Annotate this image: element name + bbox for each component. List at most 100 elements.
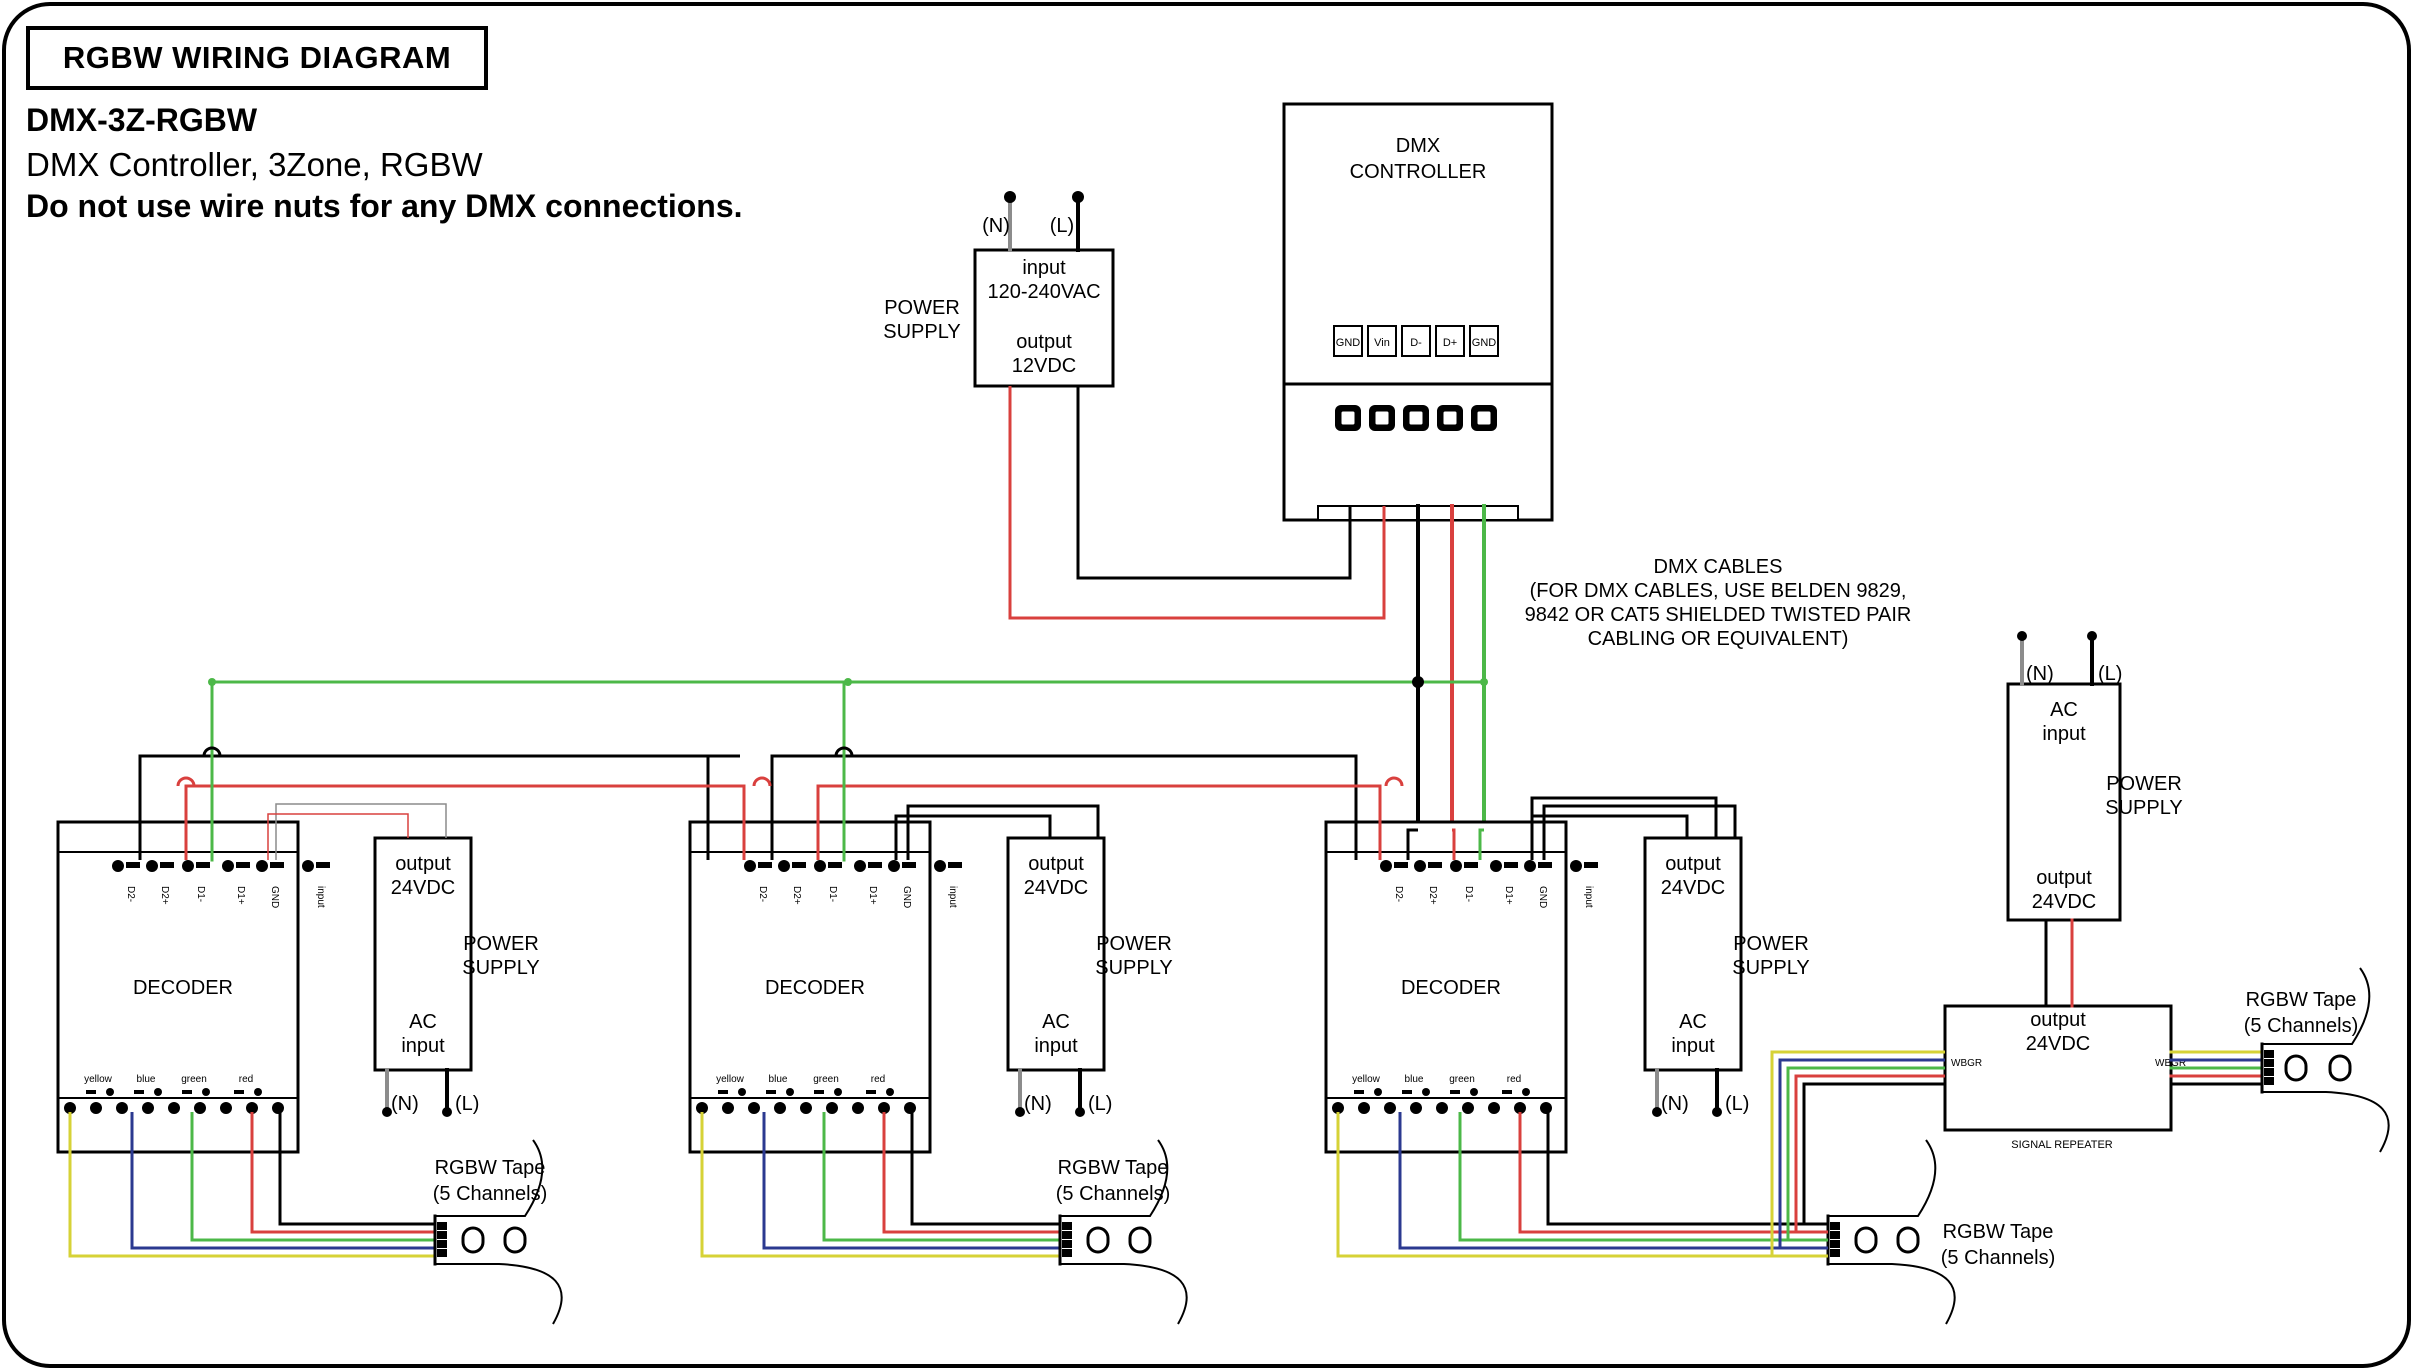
- zone-ac-terminal: [1015, 1107, 1025, 1117]
- dmx-chain-red: [184, 784, 746, 860]
- decoder-terminal-tab: [948, 862, 962, 868]
- controller-terminal-label: D+: [1443, 337, 1457, 349]
- zone-ps-name: SUPPLY: [462, 957, 539, 979]
- repeater-input-wire: [1786, 1066, 1945, 1242]
- decoder-output-terminal: [722, 1102, 734, 1114]
- decoder-output-terminal: [272, 1102, 284, 1114]
- diagram-title-text: RGBW WIRING DIAGRAM: [62, 40, 452, 75]
- repeater-ac-terminal: [2087, 631, 2097, 641]
- decoder-output-terminal: [1436, 1102, 1448, 1114]
- tape-edge: [435, 1263, 563, 1325]
- decoder-terminal-label: D1+: [867, 886, 878, 905]
- decoder-terminal-label: D1-: [1463, 886, 1474, 902]
- decoder-terminal-label: input: [315, 886, 326, 908]
- zone-ps-name: POWER: [463, 933, 539, 955]
- repeater-ps-name: SUPPLY: [2105, 797, 2182, 819]
- decoder-terminal: [934, 860, 946, 872]
- decoder-terminal-label: D1+: [1503, 886, 1514, 905]
- tape-led: [2284, 1054, 2308, 1082]
- repeater-line-label: (L): [2098, 663, 2122, 685]
- tape-pad: [437, 1231, 447, 1239]
- decoder-terminal: [1450, 860, 1462, 872]
- decoder-polarity-dot: [886, 1088, 894, 1096]
- wire-12v-positive: [1008, 386, 1386, 620]
- decoder-terminal-label: D1+: [235, 886, 246, 905]
- zone-ps-label: 24VDC: [1024, 877, 1088, 899]
- tape-pad: [2264, 1077, 2274, 1085]
- tape-pad: [2264, 1068, 2274, 1076]
- dmx-chain-red: [816, 784, 1382, 860]
- decoder-output-terminal: [1540, 1102, 1552, 1114]
- controller-terminal-label: D-: [1410, 337, 1422, 349]
- repeater-input-wire: [1802, 1082, 1945, 1226]
- decoder-terminal: [302, 860, 314, 872]
- dmx-cables-note: (FOR DMX CABLES, USE BELDEN 9829,: [1530, 580, 1907, 602]
- decoder-output-terminal: [852, 1102, 864, 1114]
- decoder-output-label: yellow: [84, 1074, 113, 1085]
- decoder-output-terminal: [194, 1102, 206, 1114]
- decoder-polarity-mark: [814, 1090, 824, 1094]
- decoder-polarity-dot: [834, 1088, 842, 1096]
- junction-dot: [844, 678, 852, 686]
- line-label: (L): [1050, 215, 1074, 237]
- decoder-output-label: blue: [1405, 1074, 1424, 1085]
- repeater-input-wire: [1778, 1058, 1945, 1250]
- tape-wire: [1518, 1112, 1828, 1234]
- tape-wire: [882, 1112, 1060, 1234]
- wire-hop: [834, 746, 854, 757]
- decoder-polarity-mark: [182, 1090, 192, 1094]
- zone-ps-label: input: [1034, 1035, 1078, 1057]
- zone-ps-name: SUPPLY: [1095, 957, 1172, 979]
- tape-wire: [1458, 1112, 1828, 1242]
- zone-ps-label: input: [401, 1035, 445, 1057]
- controller-terminal: [1435, 325, 1465, 357]
- decoder-output-terminal: [878, 1102, 890, 1114]
- repeater-input-wire: [1794, 1074, 1945, 1234]
- decoder-terminal-label: GND: [901, 886, 912, 908]
- zone-line-label: (L): [455, 1093, 479, 1115]
- neutral-label: (N): [982, 215, 1010, 237]
- input-ps-label: output: [1016, 331, 1072, 353]
- tape-label: RGBW Tape: [435, 1157, 546, 1179]
- decoder-output-terminal: [64, 1102, 76, 1114]
- decoder-output-label: green: [813, 1074, 839, 1085]
- input-ps-label: 12VDC: [1012, 355, 1076, 377]
- tape-edge: [1828, 1263, 1956, 1325]
- decoder-polarity-dot: [106, 1088, 114, 1096]
- tape-pad: [1830, 1231, 1840, 1239]
- tape-wire: [130, 1112, 435, 1250]
- decoder-output-terminal: [1488, 1102, 1500, 1114]
- tape-label: (5 Channels): [433, 1183, 548, 1205]
- decoder-terminal: [222, 860, 234, 872]
- decoder-output-terminal: [1384, 1102, 1396, 1114]
- controller-terminal: [1401, 325, 1431, 357]
- controller-label: DMX: [1396, 135, 1440, 157]
- ps-to-decoder-negative: [1542, 804, 1737, 860]
- tape-pad: [1830, 1249, 1840, 1257]
- controller-button-face: [1408, 410, 1424, 426]
- repeater-port-letters: WBGR: [2155, 1058, 2186, 1069]
- zone-ac-terminal: [1712, 1107, 1722, 1117]
- decoder-polarity-dot: [738, 1088, 746, 1096]
- decoder-polarity-mark: [134, 1090, 144, 1094]
- decoder-output-label: green: [1449, 1074, 1475, 1085]
- decoder-polarity-mark: [1450, 1090, 1460, 1094]
- tape-wire: [190, 1112, 435, 1242]
- decoder-output-terminal: [1410, 1102, 1422, 1114]
- decoder-terminal-label: input: [1583, 886, 1594, 908]
- decoder-label: DECODER: [133, 977, 233, 999]
- tape-pad: [1062, 1222, 1072, 1230]
- decoder-output-label: red: [1507, 1074, 1521, 1085]
- decoder-terminal-tab: [758, 862, 772, 868]
- decoder-polarity-dot: [202, 1088, 210, 1096]
- decoder-terminal: [814, 860, 826, 872]
- tape-wire: [1546, 1112, 1828, 1226]
- zone-power-supply: [373, 836, 473, 1072]
- decoder-terminal: [744, 860, 756, 872]
- junction-dot: [1412, 676, 1424, 688]
- decoder-polarity-mark: [1402, 1090, 1412, 1094]
- repeater-ps-name: POWER: [2106, 773, 2182, 795]
- decoder-output-terminal: [904, 1102, 916, 1114]
- decoder-terminal-tab: [1504, 862, 1518, 868]
